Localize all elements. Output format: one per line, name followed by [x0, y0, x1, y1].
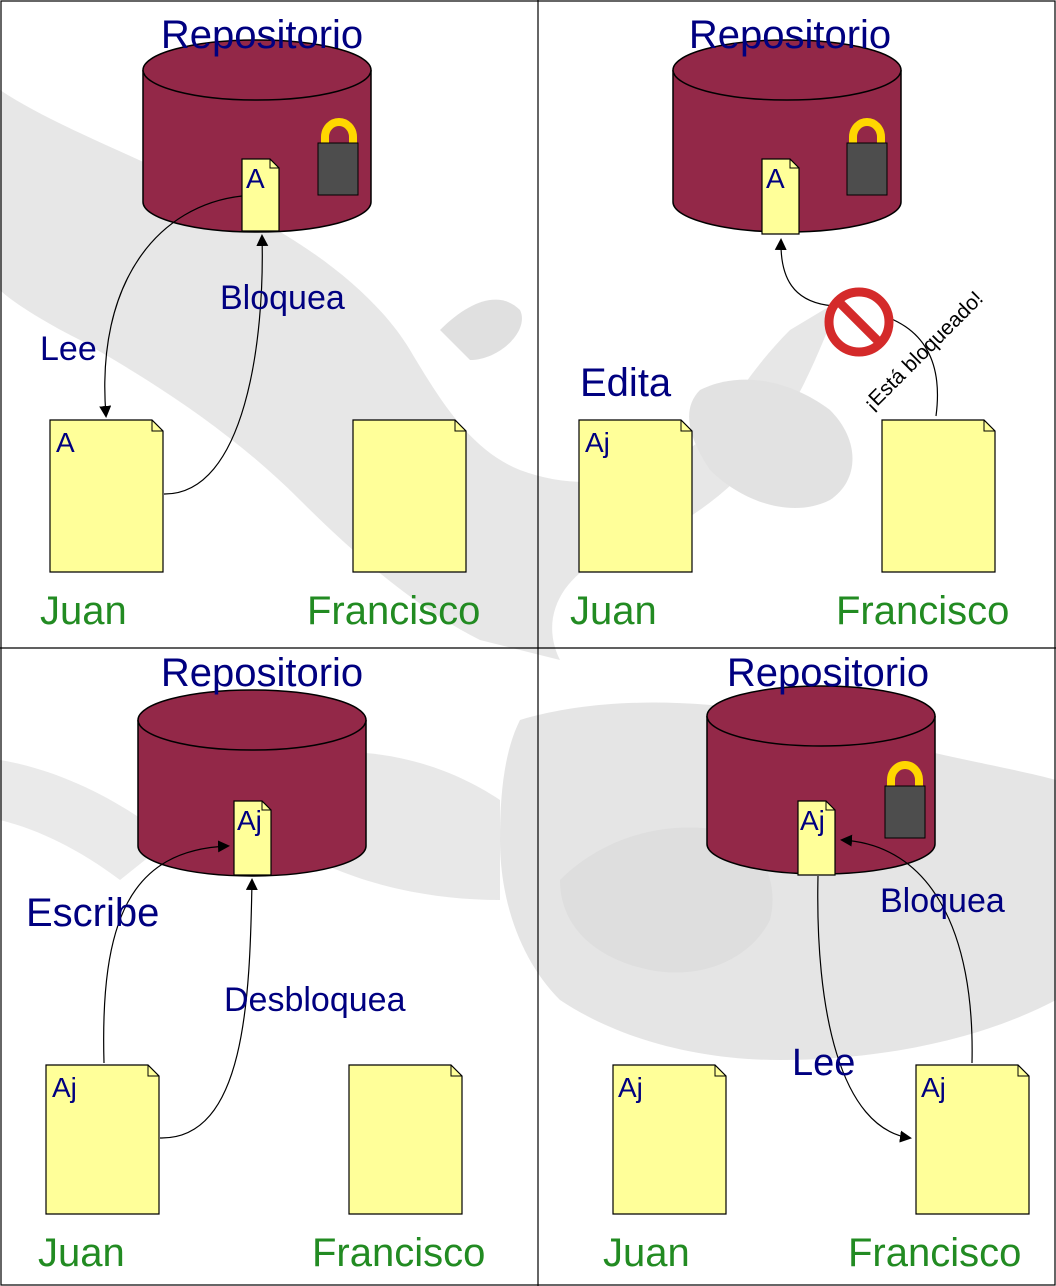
arrow-unlock [159, 878, 258, 1139]
panel-1-read-lock: Repositorio A A Lee Bloquea Juan Francis… [40, 13, 480, 633]
juan-document-label: Aj [585, 427, 610, 458]
francisco-document [881, 419, 996, 573]
user-name-juan: Juan [570, 589, 657, 633]
juan-document-label: A [56, 427, 75, 458]
user-name-francisco: Francisco [848, 1231, 1021, 1275]
panel-3-write-unlock: Repositorio Aj Aj Escribe Desbloquea Jua… [26, 651, 485, 1275]
user-name-juan: Juan [603, 1231, 690, 1275]
padlock-icon [317, 118, 359, 196]
action-label-read: Lee [40, 330, 97, 368]
francisco-document [352, 419, 467, 573]
action-label-read: Lee [792, 1042, 855, 1084]
juan-document-label: Aj [618, 1072, 643, 1103]
database-cylinder-icon [672, 39, 902, 233]
user-name-juan: Juan [40, 589, 127, 633]
repository-document: A [761, 158, 800, 235]
arrow-lock [840, 834, 973, 1064]
database-cylinder-icon [142, 39, 372, 233]
repository-document: A [241, 158, 280, 232]
juan-document: Aj [612, 1064, 727, 1215]
user-name-juan: Juan [38, 1231, 125, 1275]
panel-2-blocked-edit: Repositorio A Aj ¡Está bloqueado! Edita … [570, 13, 1009, 633]
repository-document-label: Aj [237, 805, 262, 836]
arrow-read [817, 875, 912, 1143]
juan-document: A [49, 419, 164, 573]
user-name-francisco: Francisco [312, 1231, 485, 1275]
repository-title: Repositorio [689, 13, 891, 57]
padlock-icon [884, 761, 926, 839]
repository-document: Aj [797, 800, 836, 876]
panel-4-lock-read: Repositorio Aj Aj Aj Bloquea Lee Juan Fr… [603, 651, 1030, 1275]
juan-document: Aj [578, 419, 693, 573]
user-name-francisco: Francisco [836, 589, 1009, 633]
arrow-read [99, 195, 243, 418]
repository-title: Repositorio [161, 13, 363, 57]
arrow-lock [163, 234, 269, 495]
repository-document-label: A [766, 163, 785, 194]
arrow-write [103, 840, 230, 1064]
no-entry-sign-icon [824, 287, 894, 357]
francisco-document: Aj [915, 1064, 1030, 1215]
database-cylinder-icon [137, 689, 367, 877]
repository-title: Repositorio [161, 651, 363, 695]
repository-title: Repositorio [727, 651, 929, 695]
database-cylinder-icon [706, 685, 936, 875]
francisco-document [348, 1064, 463, 1215]
action-label-edit: Edita [580, 361, 672, 405]
action-label-unlock: Desbloquea [224, 981, 406, 1019]
juan-document-label: Aj [52, 1072, 77, 1103]
repository-document-label: Aj [800, 805, 825, 836]
action-label-write: Escribe [26, 891, 159, 935]
juan-document: Aj [45, 1064, 160, 1215]
francisco-document-label: Aj [921, 1072, 946, 1103]
repository-document-label: A [246, 163, 265, 194]
user-name-francisco: Francisco [307, 589, 480, 633]
padlock-icon [846, 118, 888, 196]
action-label-lock: Bloquea [220, 279, 345, 317]
repository-document: Aj [233, 800, 272, 876]
action-label-lock: Bloquea [880, 882, 1005, 920]
